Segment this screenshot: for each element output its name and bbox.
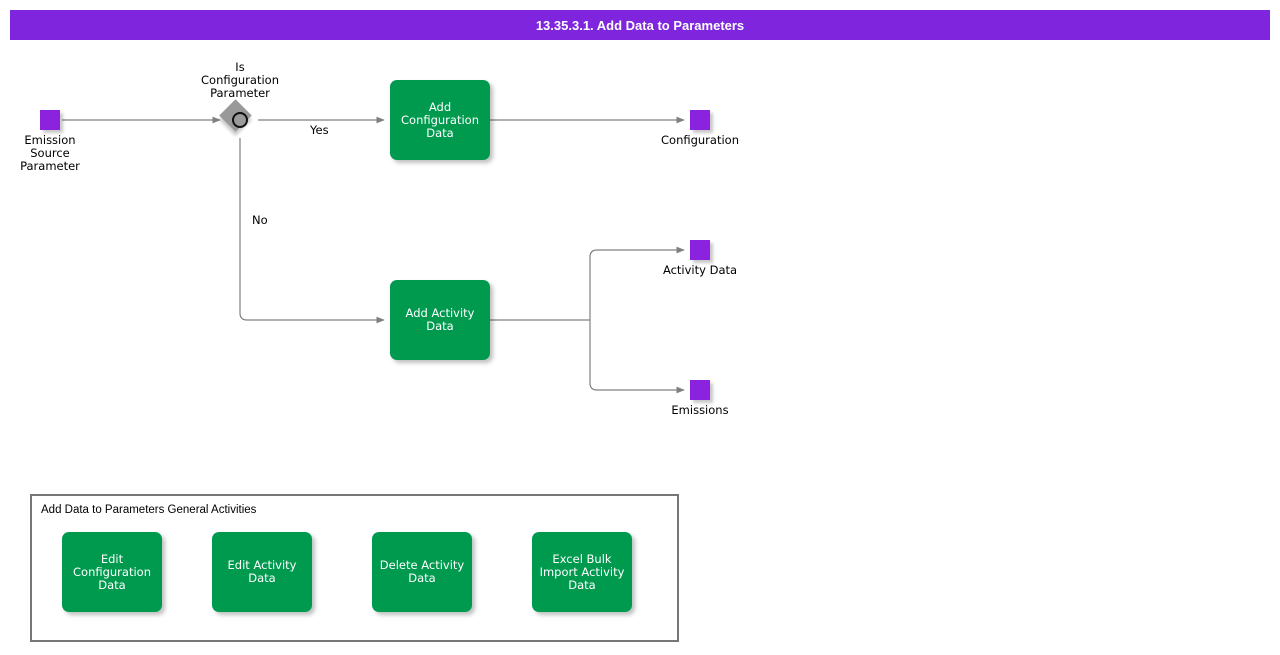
general-activities-panel-title: Add Data to Parameters General Activitie…	[41, 504, 257, 516]
activity-delete-activity-data[interactable]: Delete Activity Data	[372, 532, 472, 612]
activity-label: Excel Bulk Import Activity Data	[539, 551, 625, 592]
edge-split-to-activity-data	[589, 246, 685, 320]
edge-label-no: No	[252, 213, 268, 227]
decision-ring-icon	[232, 112, 248, 128]
activity-edit-activity-data[interactable]: Edit Activity Data	[212, 532, 312, 612]
gateway-label: Is Configuration Parameter	[201, 60, 279, 100]
edge-split-to-emissions	[589, 320, 685, 394]
activity-label: Delete Activity Data	[379, 558, 465, 585]
node-label: Emissions	[671, 403, 729, 417]
data-object-icon	[40, 110, 60, 130]
activity-label: Add Configuration Data	[401, 99, 479, 140]
data-object-icon	[690, 110, 710, 130]
node-label: Configuration	[661, 133, 739, 147]
page-title-bar: 13.35.3.1. Add Data to Parameters	[10, 10, 1270, 40]
data-object-icon	[690, 240, 710, 260]
node-label: Activity Data	[662, 263, 738, 277]
activity-label: Edit Activity Data	[227, 558, 297, 585]
activity-excel-bulk-import-activity-data[interactable]: Excel Bulk Import Activity Data	[532, 532, 632, 612]
activity-label: Add Activity Data	[405, 306, 475, 333]
general-activities-panel: Add Data to Parameters General Activitie…	[30, 494, 679, 642]
page-title: 13.35.3.1. Add Data to Parameters	[535, 17, 745, 33]
activity-edit-configuration-data[interactable]: Edit Configuration Data	[62, 532, 162, 612]
data-object-icon	[690, 380, 710, 400]
edge-label-yes: Yes	[310, 123, 329, 137]
activity-label: Edit Configuration Data	[73, 551, 151, 592]
activity-add-activity-data[interactable]: Add Activity Data	[390, 280, 490, 360]
node-label: Emission Source Parameter	[20, 133, 80, 173]
activity-add-configuration-data[interactable]: Add Configuration Data	[390, 80, 490, 160]
edge-gateway-no-to-add-activity-data	[239, 138, 385, 324]
